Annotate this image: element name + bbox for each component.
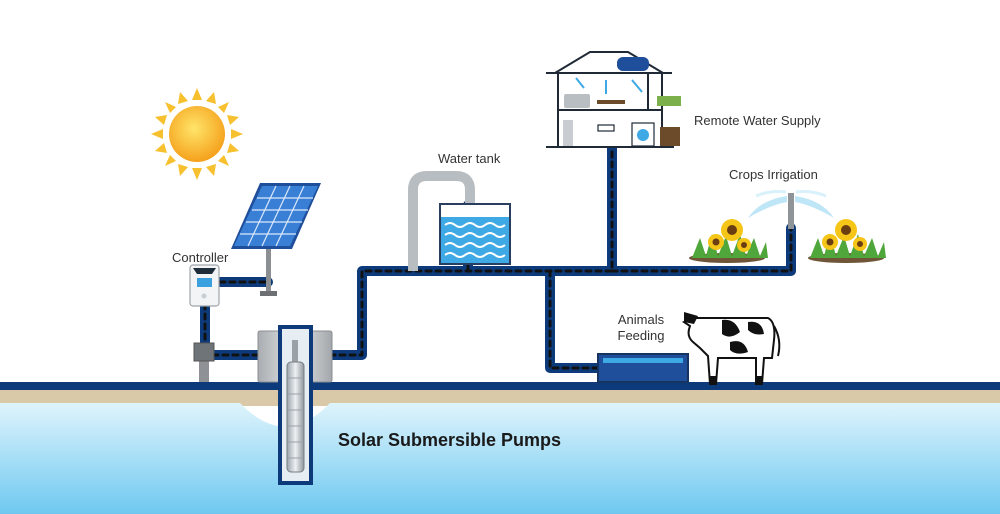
- underground-water: [0, 403, 1000, 514]
- house-icon: [546, 51, 681, 148]
- controller-icon: [189, 264, 220, 307]
- ground: [0, 382, 1000, 514]
- pipe-network: [200, 142, 796, 373]
- sun-icon: [151, 88, 243, 180]
- ground-line: [0, 382, 1000, 390]
- animals-feeding-label: Animals Feeding: [606, 312, 676, 344]
- sprinkler-icon: [748, 190, 834, 229]
- water-tank-label: Water tank: [438, 151, 501, 166]
- junction-box-icon: [193, 342, 215, 382]
- water-tank-icon: [408, 171, 511, 271]
- animals-feeding-line2: Feeding: [617, 328, 665, 343]
- trough-icon: [597, 353, 689, 383]
- crops-irrigation-label: Crops Irrigation: [729, 167, 818, 182]
- sunflower-icon: [689, 219, 768, 263]
- cow-icon: [682, 312, 781, 385]
- solar-panel-icon: [231, 183, 321, 296]
- animals-feeding-line1: Animals: [617, 312, 665, 327]
- controller-label: Controller: [172, 250, 229, 265]
- submersible-pump-icon: [286, 361, 305, 473]
- main-title: Solar Submersible Pumps: [338, 430, 562, 450]
- remote-water-supply-label: Remote Water Supply: [694, 113, 821, 128]
- sunflower-icon: [808, 219, 886, 263]
